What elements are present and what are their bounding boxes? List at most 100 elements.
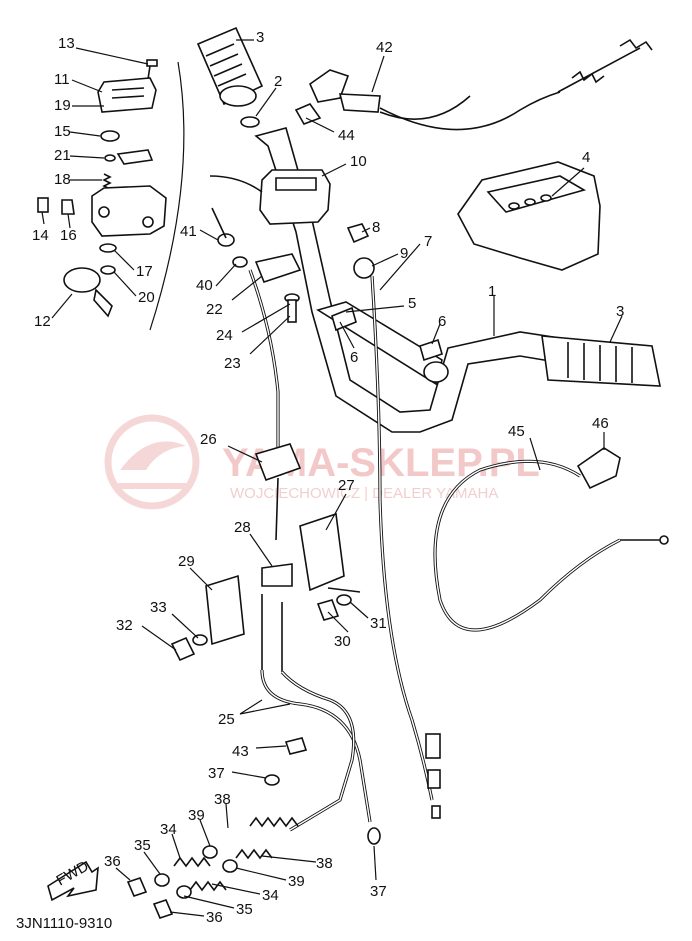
watermark-subtitle: WOJCIECHOWICZ | DEALER YAMAHA	[230, 485, 498, 502]
callout-22: 22	[206, 301, 223, 318]
callout-18: 18	[54, 171, 71, 188]
handlebar	[196, 26, 661, 433]
part-36-lower	[152, 899, 174, 919]
handlebar-switch-10	[209, 169, 331, 225]
callout-5: 5	[408, 295, 416, 312]
callout-36-lower: 36	[206, 909, 223, 926]
callout-3-left: 3	[256, 29, 264, 46]
part-washer-21	[104, 154, 116, 162]
part-26	[254, 443, 302, 482]
lower-cable-assembly	[126, 443, 381, 919]
part-36-upper	[126, 877, 148, 897]
grip-left	[196, 26, 264, 107]
callout-35-lower: 35	[236, 901, 253, 918]
part-ring-2	[240, 116, 260, 128]
callout-34-upper: 34	[160, 821, 177, 838]
part-lever-12	[63, 267, 101, 293]
part-29	[205, 574, 245, 646]
leader-lines	[41, 39, 623, 917]
part-cover-11	[97, 77, 157, 113]
part-38-upper	[249, 816, 299, 828]
part-lever-19	[116, 149, 154, 165]
throttle-lever	[316, 301, 449, 386]
callout-32: 32	[116, 617, 133, 634]
callout-7: 7	[424, 233, 432, 250]
callout-46: 46	[592, 415, 609, 432]
callout-27: 27	[338, 477, 355, 494]
callout-39-upper: 39	[188, 807, 205, 824]
callout-30: 30	[334, 633, 351, 650]
grip-right	[541, 335, 661, 387]
callout-28: 28	[234, 519, 251, 536]
callout-41: 41	[180, 223, 197, 240]
callout-38-lower: 38	[316, 855, 333, 872]
callout-38-upper: 38	[214, 791, 231, 808]
part-43	[284, 737, 308, 755]
part-35-upper	[154, 873, 170, 887]
part-cover-4	[457, 161, 601, 271]
part-spring-18	[102, 173, 112, 190]
callout-19: 19	[54, 97, 71, 114]
part-31	[336, 594, 352, 606]
callout-11: 11	[54, 71, 70, 88]
callout-31: 31	[370, 615, 387, 632]
callout-10: 10	[350, 153, 367, 170]
part-37-lower	[367, 827, 381, 845]
part-screw-14	[37, 197, 49, 213]
part-30	[316, 599, 340, 621]
callout-44: 44	[338, 127, 355, 144]
switch-assembly-exploded	[37, 59, 185, 331]
throttle-cable	[346, 223, 441, 819]
bracket-line	[149, 61, 185, 331]
fwd-arrow: FWD	[47, 858, 99, 902]
callout-6-left: 6	[350, 349, 358, 366]
part-washer-15	[100, 130, 120, 142]
callout-36-upper: 36	[104, 853, 121, 870]
part-28	[261, 563, 293, 587]
callout-2: 2	[274, 73, 282, 90]
callouts: 13 11 19 15 21 18 14 16 17 20 12 3 2 10 …	[32, 29, 624, 926]
callout-13: 13	[58, 35, 75, 52]
callout-23: 23	[224, 355, 241, 372]
watermark: YAMA-SKLEP.PL WOJCIECHOWICZ | DEALER YAM…	[104, 414, 540, 510]
part-39-lower	[222, 859, 238, 873]
callout-24: 24	[216, 327, 233, 344]
callout-43: 43	[232, 743, 249, 760]
callout-8: 8	[372, 219, 380, 236]
callout-42: 42	[376, 39, 393, 56]
watermark-logo	[104, 414, 200, 510]
callout-40: 40	[196, 277, 213, 294]
part-34-upper	[173, 856, 211, 868]
callout-6-right: 6	[438, 313, 446, 330]
part-washer-17	[99, 243, 117, 253]
callout-1: 1	[488, 283, 496, 300]
callout-45: 45	[508, 423, 525, 440]
callout-25: 25	[218, 711, 235, 728]
part-37-upper	[264, 774, 280, 786]
diagram-code: 3JN1110-9310	[16, 915, 112, 932]
callout-34-lower: 34	[262, 887, 279, 904]
callout-17: 17	[136, 263, 153, 280]
callout-37-upper: 37	[208, 765, 225, 782]
callout-20: 20	[138, 289, 155, 306]
callout-12: 12	[34, 313, 51, 330]
callout-37-lower: 37	[370, 883, 387, 900]
right-brake-cable	[433, 447, 669, 632]
choke-assembly	[294, 38, 653, 131]
callout-15: 15	[54, 123, 71, 140]
callout-29: 29	[178, 553, 195, 570]
part-38-lower	[235, 848, 273, 860]
callout-39-lower: 39	[288, 873, 305, 890]
callout-26: 26	[200, 431, 217, 448]
callout-14: 14	[32, 227, 49, 244]
part-33	[192, 634, 208, 646]
callout-3-right: 3	[616, 303, 624, 320]
part-nut-20	[100, 265, 116, 275]
callout-21: 21	[54, 147, 71, 164]
part-32	[170, 636, 196, 662]
part-35-lower	[176, 885, 192, 899]
callout-33: 33	[150, 599, 167, 616]
callout-35-upper: 35	[134, 837, 151, 854]
part-39-upper	[202, 845, 218, 859]
